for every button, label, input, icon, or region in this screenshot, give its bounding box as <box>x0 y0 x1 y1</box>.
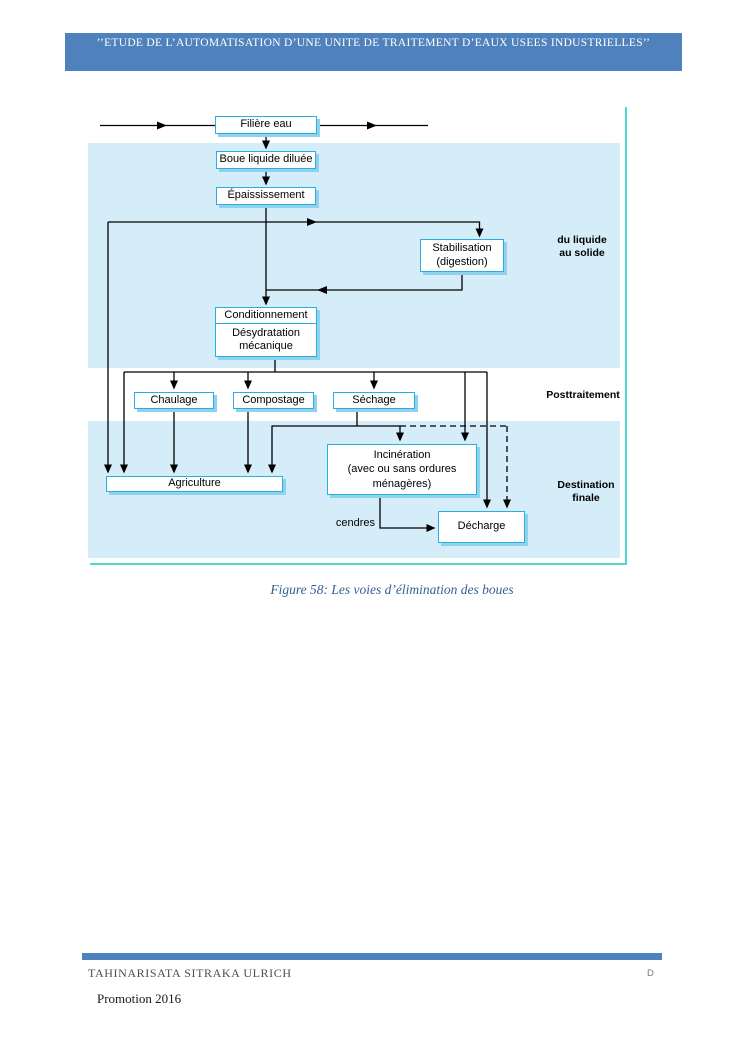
box-stabilisation: Stabilisation (digestion) <box>420 239 504 272</box>
footer-promotion: Promotion 2016 <box>97 991 182 1006</box>
arrow-right-2 <box>367 121 377 130</box>
flow-arrows <box>100 121 511 532</box>
band-liquid-to-solid <box>88 143 620 368</box>
box-sechage: Séchage <box>333 392 415 409</box>
box-decharge: Décharge <box>438 511 525 543</box>
box-desydratation-mecanique: Désydratation mécanique <box>232 327 300 352</box>
box-chaulage: Chaulage <box>134 392 214 409</box>
arrow-right-1 <box>157 121 167 130</box>
box-epaississement: Épaississement <box>216 187 316 205</box>
label-destination-finale: Destination finale <box>557 479 615 504</box>
label-cendres: cendres <box>335 517 375 529</box>
header-bar: ’’ETUDE DE L’AUTOMATISATION D’UNE UNITE … <box>65 33 682 71</box>
label-du-liquide-au-solide: du liquide au solide <box>557 234 607 259</box>
document-title: ’’ETUDE DE L’AUTOMATISATION D’UNE UNITE … <box>96 37 651 49</box>
box-conditionnement-desydratation: Conditionnement Désydratation mécanique <box>215 307 317 357</box>
label-posttraitement: Posttraitement <box>546 389 620 401</box>
footer-bar <box>82 953 662 960</box>
diagram-right-border <box>625 107 627 565</box>
box-conditionnement: Conditionnement <box>216 308 316 324</box>
figure-caption: Figure 58: Les voies d’élimination des b… <box>270 582 514 597</box>
box-filiere-eau: Filière eau <box>215 116 317 134</box>
flow-diagram: Filière eau Boue liquide diluée Épaissis… <box>88 107 627 565</box>
arrow-right-3 <box>307 218 317 226</box>
box-incineration: Incinération (avec ou sans ordures ménag… <box>327 444 477 495</box>
arrow-left-1 <box>317 286 327 294</box>
box-boue-liquide-diluee: Boue liquide diluée <box>216 151 316 169</box>
footer-author: TAHINARISATA SITRAKA ULRICH <box>88 966 292 980</box>
box-agriculture: Agriculture <box>106 476 283 492</box>
box-compostage: Compostage <box>233 392 314 409</box>
diagram-bottom-border <box>90 563 627 565</box>
footer-page-letter: D <box>647 968 654 979</box>
